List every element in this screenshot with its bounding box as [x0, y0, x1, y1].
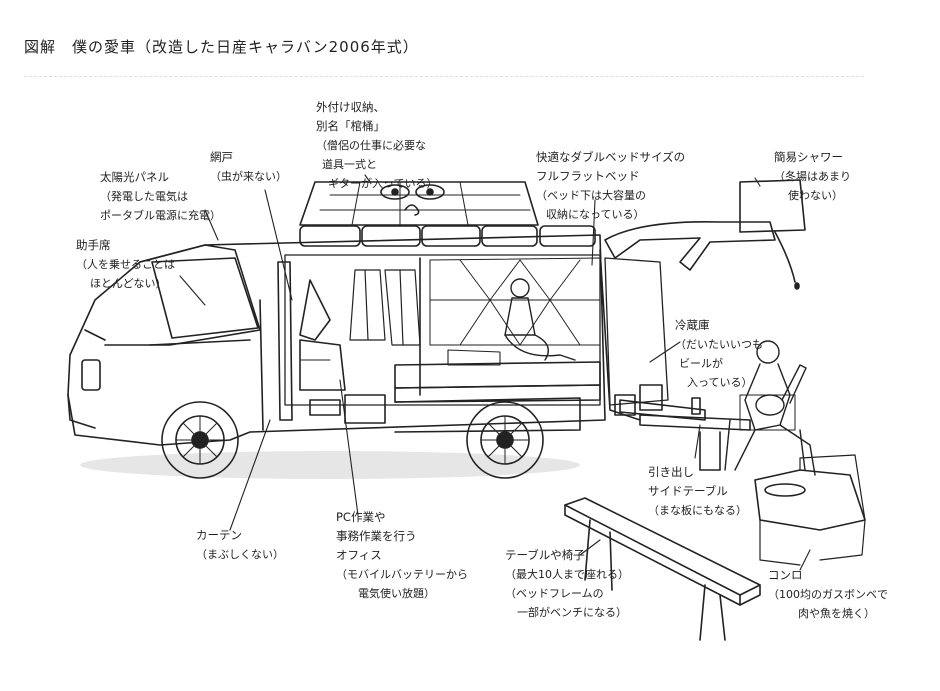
label-solar-panel: 太陽光パネル （発電した電気は ポータブル電源に充電） [100, 168, 221, 225]
leader-lines [179, 174, 811, 571]
label-shower-title: 簡易シャワー [774, 150, 843, 164]
label-stove-title: コンロ [768, 568, 803, 582]
label-screen-door: 網戸 （虫が来ない） [210, 148, 287, 186]
label-passenger-seat-title: 助手席 [76, 238, 111, 252]
label-passenger-seat-note: （人を乗せることは [76, 258, 175, 271]
label-roof-storage: 外付け収納、 別名「棺桶」 （僧侶の仕事に必要な 道具一式と ギターが入っている… [316, 98, 437, 193]
interior-frame [277, 254, 601, 433]
label-bed-title: 快適なダブルベッドサイズの [536, 150, 686, 164]
label-bed: 快適なダブルベッドサイズの フルフラットベッド （ベッド下は大容量の 収納になっ… [536, 148, 685, 224]
label-roof-storage-note: （僧侶の仕事に必要な [316, 139, 426, 152]
label-stove: コンロ （100均のガスボンベで 肉や魚を焼く） [768, 566, 888, 623]
label-office-title: PC作業や [336, 510, 386, 524]
label-side-table: 引き出し サイドテーブル （まな板にもなる） [648, 463, 747, 520]
stove [754, 454, 866, 566]
label-office-subtitle: オフィス [336, 548, 382, 562]
label-curtain: カーテン （まぶしくない） [196, 526, 284, 564]
label-bench-title: テーブルや椅子 [505, 548, 585, 562]
label-fridge-note: （だいたいいつも [675, 338, 763, 351]
guitarist [724, 340, 816, 476]
label-fridge-note: 入っている） [687, 376, 753, 389]
label-office-subtitle: 事務作業を行う [336, 529, 417, 543]
hanging-clothes [349, 269, 421, 346]
label-stove-note: （100均のガスボンベで [768, 588, 888, 601]
label-stove-note: 肉や魚を焼く） [798, 607, 875, 620]
label-side-table-subtitle: サイドテーブル [648, 484, 728, 498]
label-fridge: 冷蔵庫 （だいたいいつも ビールが 入っている） [675, 316, 763, 392]
label-passenger-seat: 助手席 （人を乗せることは ほとんどない） [76, 236, 175, 293]
bench [564, 497, 761, 641]
label-roof-storage-alias: 別名「棺桶」 [316, 119, 385, 133]
label-bed-note: （ベッド下は大容量の [536, 189, 646, 202]
label-fridge-title: 冷蔵庫 [675, 318, 710, 332]
rear-hatch [604, 221, 776, 421]
shower-tank [739, 179, 806, 290]
front-wheel [161, 401, 239, 479]
label-bed-note: 収納になっている） [546, 208, 645, 221]
label-side-table-note: （まな板にもなる） [648, 504, 747, 517]
label-screen-door-title: 網戸 [210, 150, 233, 164]
label-bench-note: （ベッドフレームの [505, 587, 604, 600]
label-curtain-title: カーテン [196, 528, 242, 542]
rear-wheel [466, 401, 544, 479]
label-fridge-note: ビールが [679, 357, 723, 370]
label-roof-storage-note: 道具一式と [322, 158, 377, 171]
person-on-bed [447, 278, 576, 366]
label-shower: 簡易シャワー （冬場はあまり 使わない） [774, 148, 851, 205]
label-curtain-note: （まぶしくない） [196, 548, 284, 561]
label-side-table-title: 引き出し [648, 465, 694, 479]
label-solar-panel-note: ポータブル電源に充電） [100, 209, 221, 222]
label-office-note: 電気使い放題） [358, 587, 435, 600]
page-title: 図解 僕の愛車（改造した日産キャラバン2006年式） [24, 38, 419, 56]
ground-shadow [80, 451, 580, 479]
label-roof-storage-title: 外付け収納、 [316, 100, 385, 114]
label-shower-note: （冬場はあまり [774, 170, 851, 183]
label-bench-note: （最大10人まで座れる） [505, 568, 629, 581]
label-passenger-seat-note: ほとんどない） [90, 277, 167, 290]
label-bench-note: 一部がベンチになる） [517, 606, 627, 619]
roof-storage-box [299, 181, 539, 226]
label-screen-door-note: （虫が来ない） [210, 170, 287, 183]
label-solar-panel-note: （発電した電気は [100, 190, 188, 203]
label-bed-subtitle: フルフラットベッド [536, 169, 640, 183]
label-office: PC作業や 事務作業を行う オフィス （モバイルバッテリーから 電気使い放題） [336, 508, 468, 603]
label-solar-panel-title: 太陽光パネル [100, 170, 169, 184]
label-bench: テーブルや椅子 （最大10人まで座れる） （ベッドフレームの 一部がベンチになる… [505, 546, 629, 622]
label-roof-storage-note: ギターが入っている） [328, 177, 438, 190]
label-shower-note: 使わない） [788, 189, 843, 202]
van-body [67, 234, 641, 446]
title-divider [24, 76, 864, 77]
roof-rack [299, 225, 596, 247]
label-office-note: （モバイルバッテリーから [336, 568, 468, 581]
